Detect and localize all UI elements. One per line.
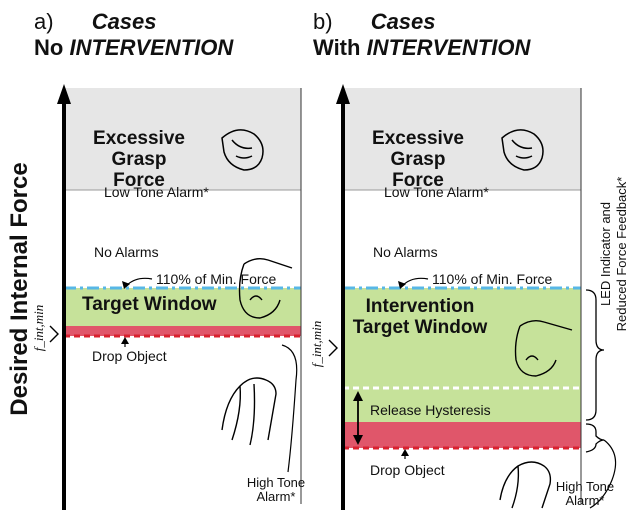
panel-b-target-title: Intervention Target Window	[350, 296, 490, 338]
panel-a-110-callout	[125, 277, 153, 287]
panel-a-release-hand-icon	[238, 257, 293, 319]
high-tone-brace	[585, 423, 605, 453]
panel-b-title-prefix: With	[313, 35, 367, 60]
panel-a-drop-hand-icon	[221, 377, 277, 446]
panel-b-excessive-title: Excessive Grasp Force	[363, 128, 473, 191]
panel-b-title-top: Cases	[370, 9, 436, 34]
panel-a-target-region	[64, 288, 301, 326]
panel-b-drop-band	[343, 422, 581, 448]
panel-a-header-line1: a) Cases	[34, 10, 157, 34]
panel-b-release-hand-icon	[514, 319, 573, 377]
panel-a-target-title: Target Window	[82, 294, 217, 315]
panel-b-grasp-hand-icon	[501, 129, 544, 171]
panel-b-letter: b)	[313, 9, 333, 34]
panel-a-high-tone: High Tone Alarm*	[246, 476, 306, 504]
panel-b-graphics	[328, 84, 617, 510]
panel-a-letter: a)	[34, 9, 54, 34]
panel-a-fmin-label: f_int,min	[31, 304, 46, 352]
panel-b-drop-label: Drop Object	[370, 462, 445, 478]
panel-a-title-top: Cases	[91, 9, 157, 34]
panel-a-low-tone: Low Tone Alarm*	[104, 184, 209, 200]
panel-b-axis-arrowhead	[336, 84, 350, 104]
panel-b-target-line1: Intervention	[365, 296, 475, 317]
panel-b-title-emph: INTERVENTION	[366, 35, 531, 60]
panel-b-excessive-region	[343, 88, 581, 190]
panel-a-high-tone-line2: Alarm*	[256, 489, 296, 504]
panel-a-grasp-hand-icon	[221, 129, 264, 171]
panel-b-high-tone: High Tone Alarm*	[552, 480, 618, 508]
panel-b-release-label: Release Hysteresis	[370, 402, 491, 418]
panel-a-excessive-line2: Grasp Force	[111, 149, 167, 191]
led-note-line1: LED Indicator and	[598, 201, 613, 307]
panel-b-target-region	[343, 288, 581, 422]
panel-b-no-alarms: No Alarms	[373, 244, 438, 260]
panel-b-110-callout	[401, 277, 429, 287]
panel-b-header-line1: b) Cases	[313, 10, 436, 34]
panel-b-fmin-label: f_int,min	[309, 320, 324, 368]
led-note-line2: Reduced Force Feedback*	[614, 176, 629, 332]
panel-a-excessive-title: Excessive Grasp Force	[84, 128, 194, 191]
panel-a-title-emph: INTERVENTION	[69, 35, 234, 60]
led-feedback-note: LED Indicator and Reduced Force Feedback…	[598, 154, 634, 354]
panel-b-drop-hand-icon	[499, 461, 552, 509]
panel-b-high-tone-line2: Alarm*	[565, 493, 605, 508]
panel-a-110-label: 110% of Min. Force	[156, 271, 277, 287]
panel-a-no-alarms: No Alarms	[94, 244, 159, 260]
panel-a-header-line2: No INTERVENTION	[34, 36, 233, 60]
panel-b-excessive-line2: Grasp Force	[390, 149, 446, 191]
panel-a-title-prefix: No	[34, 35, 70, 60]
panel-b-header-line2: With INTERVENTION	[313, 36, 530, 60]
panel-a-high-tone-line1: High Tone	[246, 475, 306, 490]
led-brace	[585, 289, 605, 421]
y-axis-label: Desired Internal Force	[6, 162, 33, 416]
panel-a-axis-arrowhead	[57, 84, 71, 104]
panel-a-graphics	[49, 84, 302, 510]
panel-b-low-tone: Low Tone Alarm*	[384, 184, 489, 200]
panel-a-drop-band	[64, 326, 301, 336]
panel-a-drop-label: Drop Object	[92, 348, 167, 364]
panel-a-excessive-line1: Excessive	[93, 128, 185, 149]
panel-b-target-line2: Target Window	[352, 317, 488, 338]
panel-b-high-tone-line1: High Tone	[555, 479, 615, 494]
panel-a-excessive-region	[64, 88, 301, 190]
panel-b-excessive-line1: Excessive	[372, 128, 464, 149]
panel-b-110-label: 110% of Min. Force	[432, 271, 553, 287]
